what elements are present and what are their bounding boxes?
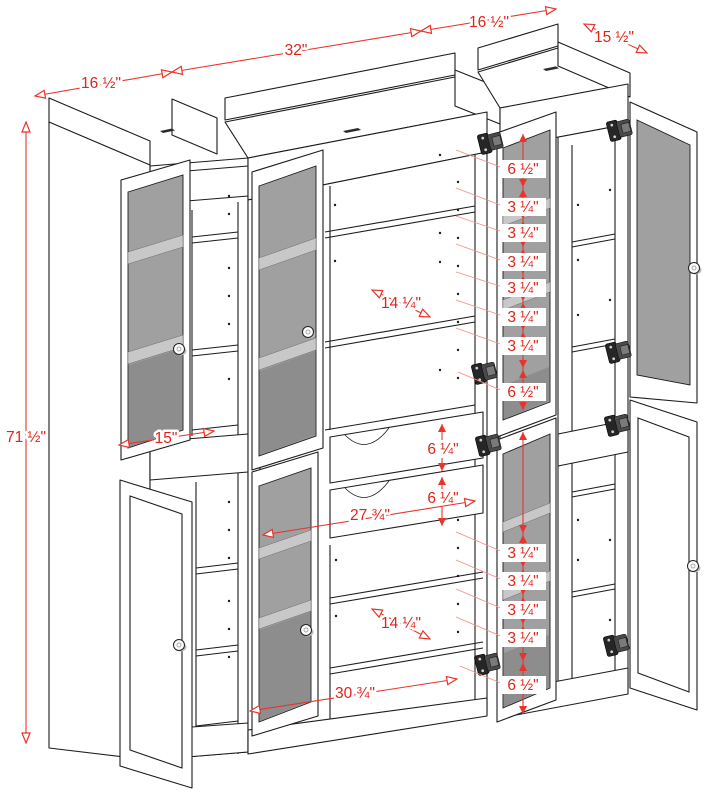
right-shelf-pin-holes xyxy=(576,188,612,622)
dim-overall-height: 71 ½" xyxy=(4,122,48,743)
dim-label: 6 ½" xyxy=(507,161,538,178)
dim-drawer-1-height: 6 ¼" xyxy=(421,424,465,471)
dim-left-opening-width: 15" xyxy=(119,428,214,450)
left-lower-panel-door[interactable] xyxy=(119,479,193,789)
dim-label: 6 ½" xyxy=(507,384,538,401)
dim-bottom-opening-width: 30 ¾" xyxy=(250,679,457,711)
center-upper-shelf-2 xyxy=(324,315,476,349)
dimension-annotations: 16 ½" 32" 16 ½" 15 ½" 71 ½" 15" 14 ¼" xyxy=(4,9,647,743)
right-lower-panel-door[interactable] xyxy=(629,399,701,711)
center-upper-left-glass-door[interactable] xyxy=(251,149,324,471)
dim-drawer-width: 27 ¾" xyxy=(263,501,475,535)
dim-label: 6 ½" xyxy=(507,677,538,694)
door-knob[interactable] xyxy=(688,262,702,275)
dim-label: 71 ½" xyxy=(6,429,46,446)
dim-top-right-width: 16 ½" xyxy=(421,9,556,31)
dim-label: 3 ¼" xyxy=(507,309,538,326)
dim-label: 3 ¼" xyxy=(507,280,538,297)
dim-label: 14 ¼" xyxy=(381,615,421,632)
dim-side-depth: 15 ½" xyxy=(584,24,647,53)
dim-label: 15 ½" xyxy=(594,29,634,46)
left-shelf-pin-holes xyxy=(227,194,231,659)
dim-label: 14 ¼" xyxy=(381,295,421,312)
dim-label: 3 ¼" xyxy=(507,199,538,216)
dim-label: 16 ½" xyxy=(469,14,509,31)
dim-chain-lower-pin-gaps: 3 ¼" 3 ¼" 3 ¼" 3 ¼" 6 ½" xyxy=(455,432,546,714)
left-upper-glass-door[interactable] xyxy=(120,159,191,461)
door-knob[interactable] xyxy=(687,560,701,573)
dim-chain-upper-pin-gaps: 6 ½" 3 ¼" 3 ¼" 3 ¼" 3 ¼" 3 ¼" 3 ¼" 6 ½" xyxy=(455,134,546,410)
dim-label: 6 ¼" xyxy=(427,441,458,458)
center-upper-shelf-1 xyxy=(324,205,476,239)
right-upper-glass-door[interactable] xyxy=(629,101,702,404)
dim-upper-shelf-gap: 14 ¼" xyxy=(372,290,430,317)
dim-top-left-width: 16 ½" xyxy=(35,72,172,96)
center-lower-shelf-2 xyxy=(329,641,484,675)
dim-label: 3 ¼" xyxy=(507,602,538,619)
dim-top-center-width: 32" xyxy=(172,31,421,72)
dim-label: 30 ¾" xyxy=(335,685,375,702)
dim-lower-shelf-gap: 14 ¼" xyxy=(372,609,430,639)
dim-label: 16 ½" xyxy=(81,75,121,92)
dim-label: 3 ¼" xyxy=(507,545,538,562)
dim-label: 3 ¼" xyxy=(507,225,538,242)
dim-label: 3 ¼" xyxy=(507,573,538,590)
dim-label: 3 ¼" xyxy=(507,254,538,271)
dim-label: 27 ¾" xyxy=(350,507,390,524)
dim-label: 32" xyxy=(285,42,308,59)
dim-label: 3 ¼" xyxy=(507,630,538,647)
dim-label: 15" xyxy=(155,430,178,447)
center-lower-left-glass-door[interactable] xyxy=(251,451,319,737)
dim-label: 3 ¼" xyxy=(507,338,538,355)
